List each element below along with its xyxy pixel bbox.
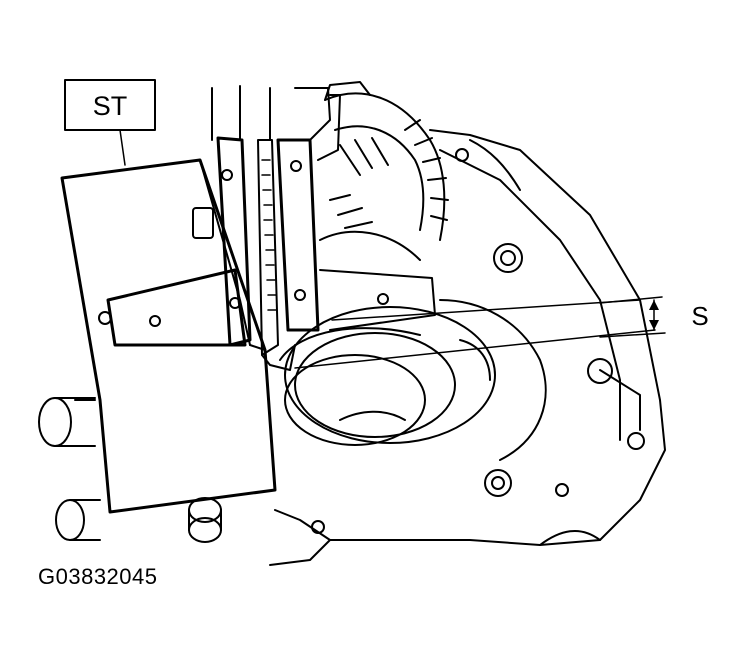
side-shafts: [38, 397, 222, 543]
case-bolt-holes: [311, 148, 645, 534]
measuring-bar: [106, 268, 436, 347]
transmission-case: [269, 129, 666, 566]
dimension-arrows: [649, 300, 659, 330]
st-callout: [64, 79, 156, 166]
depth-gauge: [211, 85, 341, 371]
dimension-label: S: [691, 301, 708, 331]
bearing-ring: [279, 299, 547, 461]
tool-label: ST: [93, 91, 128, 121]
gear: [319, 81, 449, 261]
dimension-lines: [294, 296, 666, 369]
figure-id: G03832045: [38, 564, 158, 589]
